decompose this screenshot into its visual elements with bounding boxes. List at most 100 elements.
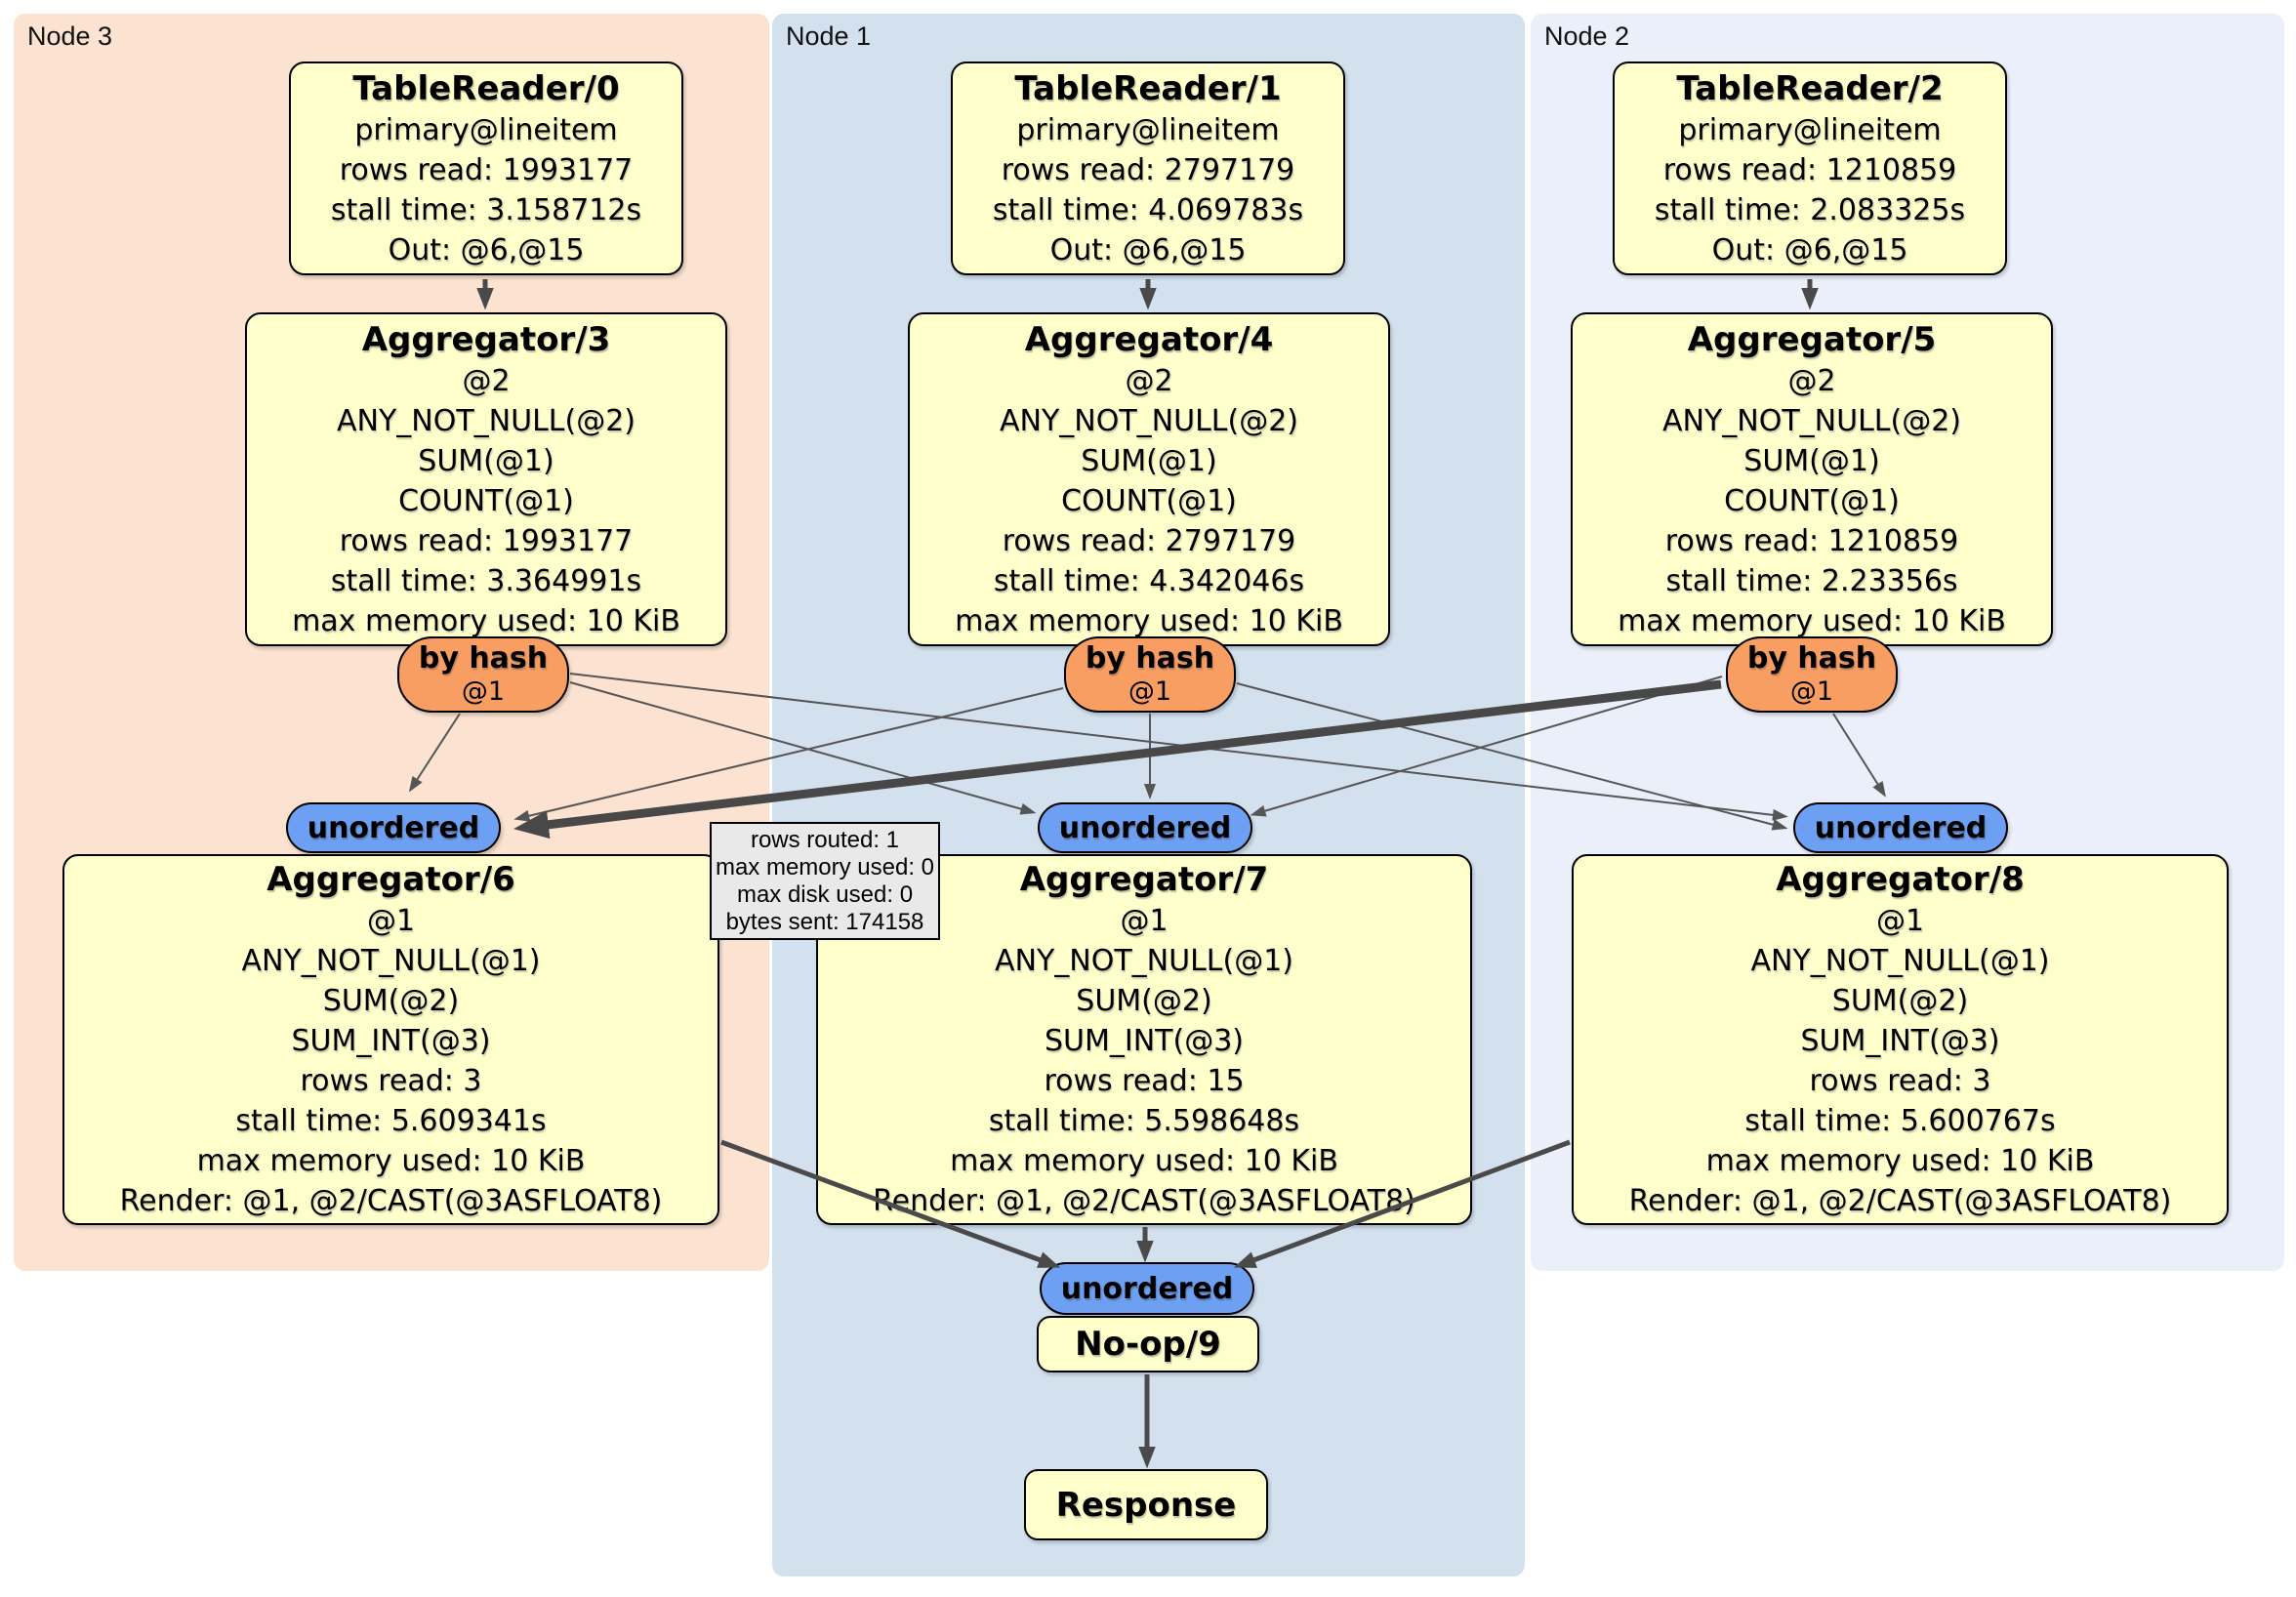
stream-stats-tooltip: rows routed: 1 max memory used: 0 max di… — [710, 822, 940, 940]
processor-response[interactable]: Response — [1024, 1469, 1268, 1540]
processor-detail-line: SUM(@2) — [1831, 984, 1969, 1018]
tooltip-line: max memory used: 0 — [715, 853, 935, 880]
sync-unordered-node3[interactable]: unordered — [286, 802, 501, 853]
edge-router1-sync3[interactable] — [513, 687, 1064, 822]
processor-detail-line: max memory used: 10 KiB — [1618, 603, 2006, 638]
router-by-hash-node2[interactable]: by hash @1 — [1726, 636, 1898, 713]
processor-title: Aggregator/8 — [1776, 860, 2025, 899]
processor-detail-line: SUM(@2) — [1076, 984, 1212, 1018]
processor-detail-line: COUNT(@1) — [1724, 483, 1900, 518]
edge-router3-sync3[interactable] — [408, 713, 461, 793]
edge-router1-sync2[interactable] — [1236, 682, 1788, 831]
processor-detail-line: stall time: 3.158712s — [330, 192, 642, 227]
processor-tablereader-0[interactable]: TableReader/0 primary@lineitem rows read… — [289, 61, 683, 275]
processor-aggregator-6[interactable]: Aggregator/6 @1 ANY_NOT_NULL(@1) SUM(@2)… — [62, 854, 719, 1225]
processor-detail-line: stall time: 4.342046s — [993, 563, 1305, 598]
processor-title: Aggregator/5 — [1687, 319, 1937, 359]
router-label: by hash — [1085, 641, 1215, 676]
processor-detail-line: primary@lineitem — [1016, 112, 1280, 147]
processor-detail-line: rows read: 1993177 — [339, 523, 634, 558]
processor-title: TableReader/2 — [1676, 68, 1944, 108]
processor-detail-line: rows read: 2797179 — [1002, 523, 1296, 558]
processor-title: Response — [1055, 1485, 1237, 1525]
processor-detail-line: SUM(@1) — [418, 443, 554, 478]
sync-unordered-final[interactable]: unordered — [1040, 1262, 1254, 1315]
processor-detail-line: Render: @1, @2/CAST(@3ASFLOAT8) — [1628, 1184, 2172, 1218]
edge-router2-sync3-highlighted[interactable] — [513, 679, 1722, 839]
processor-detail-line: max memory used: 10 KiB — [196, 1144, 586, 1178]
processor-detail-line: stall time: 5.609341s — [235, 1104, 547, 1138]
region-label-node2: Node 2 — [1544, 21, 1630, 51]
processor-title: Aggregator/7 — [1019, 860, 1269, 899]
processor-detail-line: Out: @6,@15 — [1711, 232, 1908, 267]
edge-router3-sync2[interactable] — [569, 673, 1788, 821]
processor-detail-line: primary@lineitem — [1678, 112, 1942, 147]
processor-detail-line: rows read: 15 — [1044, 1064, 1245, 1098]
processor-detail-line: rows read: 1210859 — [1664, 523, 1959, 558]
processor-title: No-op/9 — [1075, 1325, 1221, 1364]
router-by-hash-node3[interactable]: by hash @1 — [397, 636, 569, 713]
processor-noop-9[interactable]: No-op/9 — [1037, 1316, 1259, 1372]
processor-detail-line: rows read: 2797179 — [1001, 152, 1295, 187]
processor-detail-line: SUM_INT(@3) — [1800, 1024, 2000, 1058]
sync-unordered-node1[interactable]: unordered — [1038, 802, 1252, 853]
processor-aggregator-3[interactable]: Aggregator/3 @2 ANY_NOT_NULL(@2) SUM(@1)… — [245, 312, 727, 646]
processor-detail-line: ANY_NOT_NULL(@1) — [241, 944, 541, 978]
processor-aggregator-5[interactable]: Aggregator/5 @2 ANY_NOT_NULL(@2) SUM(@1)… — [1571, 312, 2053, 646]
edge-agg8-syncfinal[interactable] — [1233, 1139, 1571, 1268]
processor-detail-line: COUNT(@1) — [1061, 483, 1237, 518]
processor-detail-line: @2 — [1787, 363, 1836, 398]
processor-detail-line: SUM_INT(@3) — [291, 1024, 491, 1058]
router-label: by hash — [418, 641, 549, 676]
processor-detail-line: stall time: 5.598648s — [988, 1104, 1300, 1138]
processor-detail-line: @1 — [366, 904, 416, 938]
processor-tablereader-2[interactable]: TableReader/2 primary@lineitem rows read… — [1613, 61, 2007, 275]
processor-detail-line: ANY_NOT_NULL(@1) — [995, 944, 1293, 978]
processor-title: TableReader/1 — [1014, 68, 1282, 108]
processor-detail-line: ANY_NOT_NULL(@1) — [1750, 944, 2050, 978]
processor-detail-line: stall time: 2.23356s — [1665, 563, 1958, 598]
processor-detail-line: @1 — [1120, 904, 1168, 938]
processor-detail-line: stall time: 5.600767s — [1744, 1104, 2056, 1138]
processor-detail-line: rows read: 3 — [300, 1064, 482, 1098]
processor-detail-line: @1 — [1875, 904, 1925, 938]
edge-router3-sync1[interactable] — [569, 681, 1037, 815]
processor-detail-line: COUNT(@1) — [398, 483, 574, 518]
processor-title: Aggregator/4 — [1024, 319, 1274, 359]
router-hash-key: @1 — [1789, 676, 1834, 707]
processor-detail-line: stall time: 2.083325s — [1654, 192, 1966, 227]
processor-detail-line: @2 — [1125, 363, 1173, 398]
processor-aggregator-7[interactable]: Aggregator/7 @1 ANY_NOT_NULL(@1) SUM(@2)… — [816, 854, 1472, 1225]
processor-detail-line: ANY_NOT_NULL(@2) — [1000, 403, 1298, 438]
processor-detail-line: Render: @1, @2/CAST(@3ASFLOAT8) — [119, 1184, 663, 1218]
processor-detail-line: max memory used: 10 KiB — [1705, 1144, 2095, 1178]
processor-aggregator-4[interactable]: Aggregator/4 @2 ANY_NOT_NULL(@2) SUM(@1)… — [908, 312, 1390, 646]
processor-detail-line: rows read: 3 — [1809, 1064, 1991, 1098]
sync-unordered-node2[interactable]: unordered — [1793, 802, 2008, 853]
tooltip-line: max disk used: 0 — [736, 880, 914, 908]
processor-title: Aggregator/6 — [266, 860, 515, 899]
tooltip-line: rows routed: 1 — [750, 826, 900, 853]
region-label-node1: Node 1 — [786, 21, 872, 51]
processor-detail-line: rows read: 1210859 — [1662, 152, 1957, 187]
edge-agg6-syncfinal[interactable] — [720, 1139, 1061, 1268]
processor-detail-line: max memory used: 10 KiB — [950, 1144, 1338, 1178]
processor-tablereader-1[interactable]: TableReader/1 primary@lineitem rows read… — [951, 61, 1345, 275]
processor-detail-line: SUM(@1) — [1081, 443, 1217, 478]
tooltip-line: bytes sent: 174158 — [725, 908, 924, 935]
processor-detail-line: stall time: 3.364991s — [330, 563, 642, 598]
processor-detail-line: SUM(@1) — [1743, 443, 1880, 478]
router-by-hash-node1[interactable]: by hash @1 — [1064, 636, 1236, 713]
processor-detail-line: @2 — [462, 363, 511, 398]
edge-router2-sync2[interactable] — [1832, 713, 1886, 798]
edge-router2-sync1[interactable] — [1250, 676, 1723, 817]
processor-detail-line: rows read: 1993177 — [339, 152, 634, 187]
region-label-node3: Node 3 — [27, 21, 113, 51]
processor-detail-line: Render: @1, @2/CAST(@3ASFLOAT8) — [873, 1184, 1415, 1218]
processor-title: TableReader/0 — [352, 68, 620, 108]
processor-title: Aggregator/3 — [361, 319, 611, 359]
processor-detail-line: Out: @6,@15 — [1049, 232, 1247, 267]
processor-aggregator-8[interactable]: Aggregator/8 @1 ANY_NOT_NULL(@1) SUM(@2)… — [1572, 854, 2229, 1225]
